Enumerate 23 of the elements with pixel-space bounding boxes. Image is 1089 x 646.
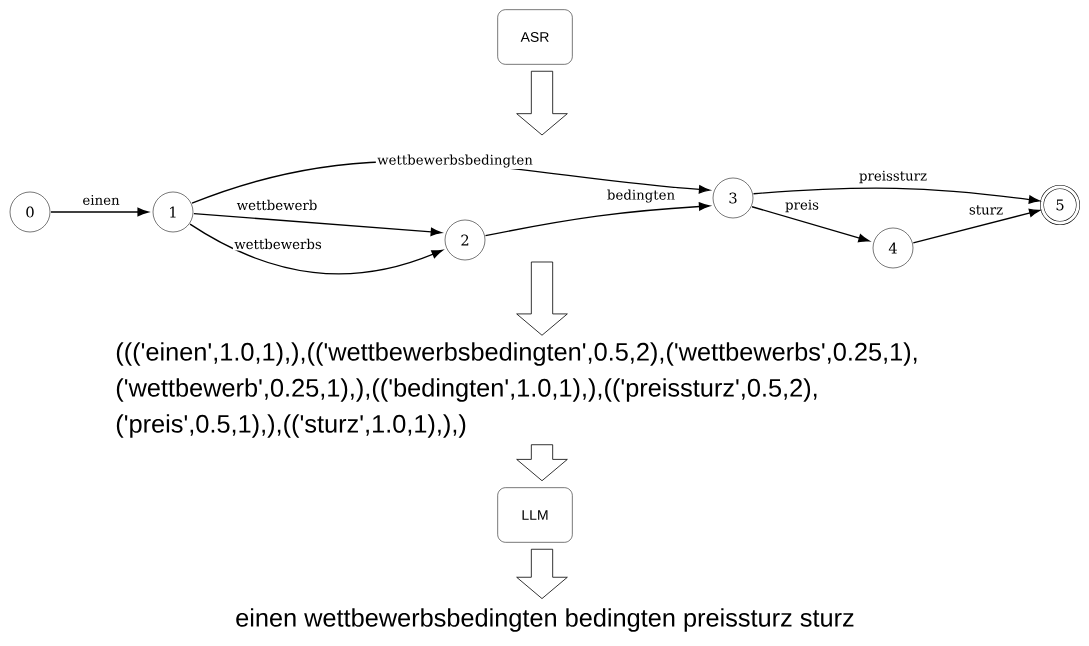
arrow [751,206,870,243]
edge-label: sturz [967,204,1005,216]
arrow [50,207,149,217]
arrow [912,208,1041,244]
edge-label: einen [81,193,121,207]
output-text: einen wettbewerbsbedingten bedingten preissturz sturz [236,608,854,632]
lattice-text: ((('einen',1.0,1),),(('wettbewerbsbedingten',0.5,2),('wettbewerbs',0.25,1), ('wettbewerb',0.25,1),),(('bedingten',1.0,1),),(('preissturz',0.5,2), ('preis',0.5,1),),(('sturz',1.0,1),),) [116,342,917,438]
block-arrow [516,548,568,599]
edge-label: preissturz [857,169,929,185]
block-arrow [516,261,568,336]
arrow [484,202,710,237]
process-box: ASR [497,9,573,65]
edge-label: preis [783,198,821,214]
arrow [752,187,1040,204]
edge-label: wettbewerb [235,198,319,212]
process-box: LLM [497,487,573,543]
edge-label: bedingten [605,188,677,204]
block-arrow [516,70,568,136]
edge-label: wettbewerbs [232,237,324,251]
arrow [189,223,443,275]
edge-label: wettbewerbsbedingten [375,153,535,169]
arrow [193,212,442,237]
block-arrow [516,444,568,482]
